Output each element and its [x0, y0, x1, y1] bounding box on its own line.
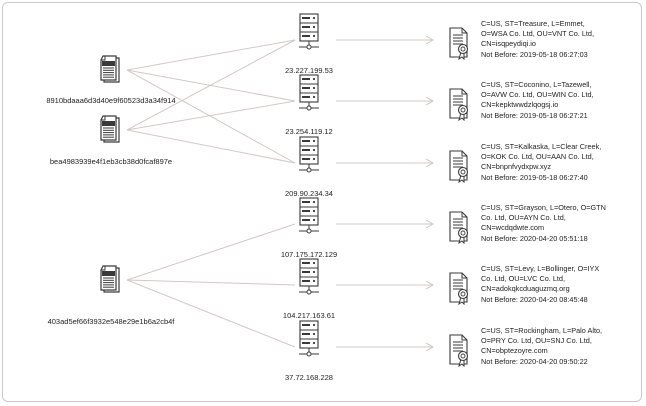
file-hash-label: 8910bdaaa6d3d40e9f60523d3a34f914	[46, 96, 176, 105]
server-ip-label: 37.72.168.228	[285, 373, 333, 382]
certificate-line: CN=wcdqdwte.com	[481, 223, 545, 233]
server-icon	[299, 258, 319, 295]
certificate-line: CN=adokqkcduaguzmq.org	[481, 284, 570, 294]
link-file-2-server-5	[126, 279, 296, 348]
certificate-line: C=US, ST=Levy, L=Bollinger, O=IYX	[481, 264, 600, 273]
certificate-line: CN=isqpeydiqi.io	[481, 39, 536, 49]
server-ip-label: 23.227.199.53	[285, 66, 333, 75]
server-ip-label: 104.217.163.61	[282, 311, 336, 320]
certificate-line: Not Before: 2020-04-20 08:45:48	[481, 294, 588, 304]
certificate-line: C=US, ST=Rockingham, L=Palo Alto,	[481, 326, 603, 335]
server-ip-label: 23.254.119.12	[285, 127, 333, 136]
certificate-line: Co. Ltd, OU=AYN Co. Ltd,	[481, 213, 566, 223]
server-icon	[299, 13, 319, 50]
server-icon	[299, 74, 319, 111]
certificate-line: C=US, ST=Grayson, L=Otero, O=GTN	[481, 203, 606, 212]
file-icon	[100, 55, 120, 83]
file-hash-label: bea4983939e4f1eb3cb38d0fcaf897e	[49, 157, 173, 166]
certificate-icon	[449, 27, 469, 60]
server-icon	[299, 320, 319, 357]
certificate-line: O=PRY Co. Ltd, OU=SNJ Co. Ltd,	[481, 336, 592, 346]
certificate-icon	[449, 150, 469, 183]
certificate-line: Not Before: 2019-05-18 06:27:21	[481, 110, 588, 120]
certificate-line: C=US, ST=Treasure, L=Emmet,	[481, 19, 585, 28]
link-file-2-server-4	[126, 279, 296, 286]
certificate-line: CN=kepktwwdzlqogsj.io	[481, 100, 559, 110]
certificate-line: C=US, ST=Kalkaska, L=Clear Creek,	[481, 142, 602, 151]
certificate-line: CN=bnpnfvydxpw.xyz	[481, 162, 551, 172]
certificate-details: C=US, ST=Treasure, L=Emmet,O=WSA Co. Ltd…	[481, 19, 594, 60]
link-file-0-server-2	[126, 69, 296, 164]
diagram-frame	[2, 2, 642, 402]
file-hash-label: 403ad5ef66f3932e548e29e1b6a2cb4f	[47, 317, 175, 326]
certificate-line: O=KOK Co. Ltd, OU=AAN Co. Ltd,	[481, 152, 594, 162]
certificate-line: O=WSA Co. Ltd, OU=VNT Co. Ltd,	[481, 29, 595, 39]
certificate-details: C=US, ST=Kalkaska, L=Clear Creek,O=KOK C…	[481, 142, 601, 183]
certificate-line: CN=obptezoyre.com	[481, 346, 548, 356]
server-ip-label: 209.90.234.34	[285, 189, 333, 198]
certificate-line: Not Before: 2019-05-18 06:27:03	[481, 49, 588, 59]
certificate-line: C=US, ST=Coconino, L=Tazewell,	[481, 80, 592, 89]
certificate-line: Not Before: 2020-04-20 05:51:18	[481, 233, 588, 243]
certificate-icon	[449, 211, 469, 244]
certificate-icon	[449, 334, 469, 367]
certificate-line: Not Before: 2019-05-18 06:27:40	[481, 172, 588, 182]
link-file-1-server-0	[126, 39, 296, 131]
server-ip-label: 107.175.172.129	[280, 250, 338, 259]
file-icon	[100, 115, 120, 143]
server-icon	[299, 197, 319, 234]
certificate-line: Co. Ltd, OU=LVC Co. Ltd,	[481, 274, 566, 284]
link-file-2-server-3	[126, 223, 296, 281]
link-file-1-server-2	[126, 129, 296, 164]
certificate-icon	[449, 88, 469, 121]
certificate-line: O=AVW Co. Ltd, OU=WIN Co. Ltd,	[481, 90, 594, 100]
server-icon	[299, 136, 319, 173]
certificate-details: C=US, ST=Rockingham, L=Palo Alto,O=PRY C…	[481, 326, 602, 367]
link-file-1-server-1	[126, 100, 296, 131]
certificate-icon	[449, 272, 469, 305]
link-file-0-server-0	[126, 39, 296, 71]
file-icon	[100, 265, 120, 293]
certificate-line: Not Before: 2020-04-20 09:50:22	[481, 356, 588, 366]
certificate-details: C=US, ST=Coconino, L=Tazewell,O=AVW Co. …	[481, 80, 594, 121]
